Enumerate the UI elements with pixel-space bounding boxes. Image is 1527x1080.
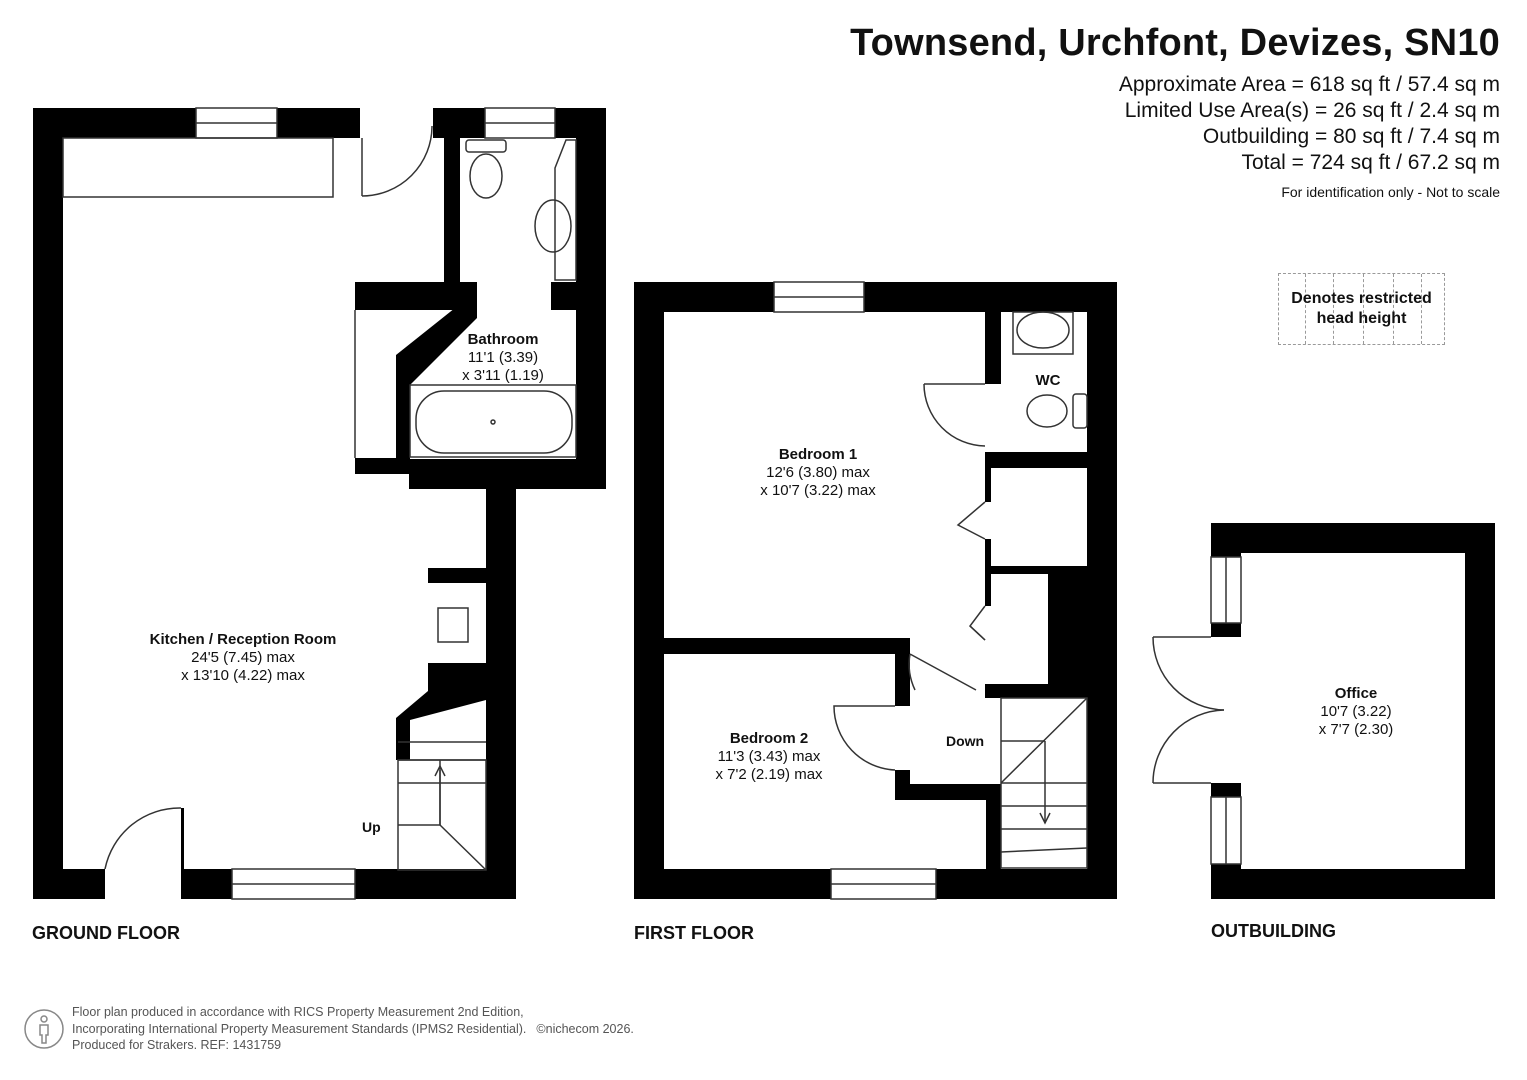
footer-notes: Floor plan produced in accordance with R… <box>72 1005 634 1052</box>
outbuilding-walls <box>1211 523 1495 899</box>
stairs-up-label: Up <box>362 819 381 835</box>
first-floor-walls <box>634 282 1117 899</box>
outbuilding-label: OUTBUILDING <box>1211 921 1336 941</box>
identification-disclaimer: For identification only - Not to scale <box>1281 184 1500 200</box>
room-label-bedroom-1: Bedroom 1 12'6 (3.80) max x 10'7 (3.22) … <box>760 446 876 499</box>
room-label-wc: WC <box>1035 372 1061 389</box>
first-floor-label: FIRST FLOOR <box>634 923 754 943</box>
total-area: Total = 724 sq ft / 67.2 sq m <box>1241 151 1500 174</box>
copyright: ©nichecom 2026. <box>536 1021 634 1036</box>
outbuilding-fixtures <box>1152 556 1242 865</box>
stairs-down-label: Down <box>946 733 985 749</box>
person-silhouette-icon <box>24 1009 64 1049</box>
outbuilding-area: Outbuilding = 80 sq ft / 7.4 sq m <box>1202 125 1500 148</box>
limited-use-area: Limited Use Area(s) = 26 sq ft / 2.4 sq … <box>1124 99 1500 122</box>
property-title: Townsend, Urchfont, Devizes, SN10 <box>850 22 1500 64</box>
room-label-kitchen: Kitchen / Reception Room 24'5 (7.45) max… <box>149 631 337 684</box>
first-floor-fixtures <box>773 281 1088 900</box>
room-label-bedroom-2: Bedroom 2 11'3 (3.43) max x 7'2 (2.19) m… <box>715 730 823 783</box>
room-label-office: Office 10'7 (3.22) x 7'7 (2.30) <box>1318 685 1394 738</box>
room-label-bathroom: Bathroom 11'1 (3.39) x 3'11 (1.19) <box>462 331 544 384</box>
approx-area: Approximate Area = 618 sq ft / 57.4 sq m <box>1118 73 1500 96</box>
restricted-head-height-swatch <box>1278 273 1445 345</box>
area-summary: Approximate Area = 618 sq ft / 57.4 sq m… <box>1119 72 1500 176</box>
ground-floor-label: GROUND FLOOR <box>32 923 180 943</box>
ground-floor-fixtures <box>62 107 577 900</box>
restricted-head-height-legend: Denotes restricted head height <box>1291 290 1432 327</box>
ground-floor-walls <box>33 108 606 899</box>
